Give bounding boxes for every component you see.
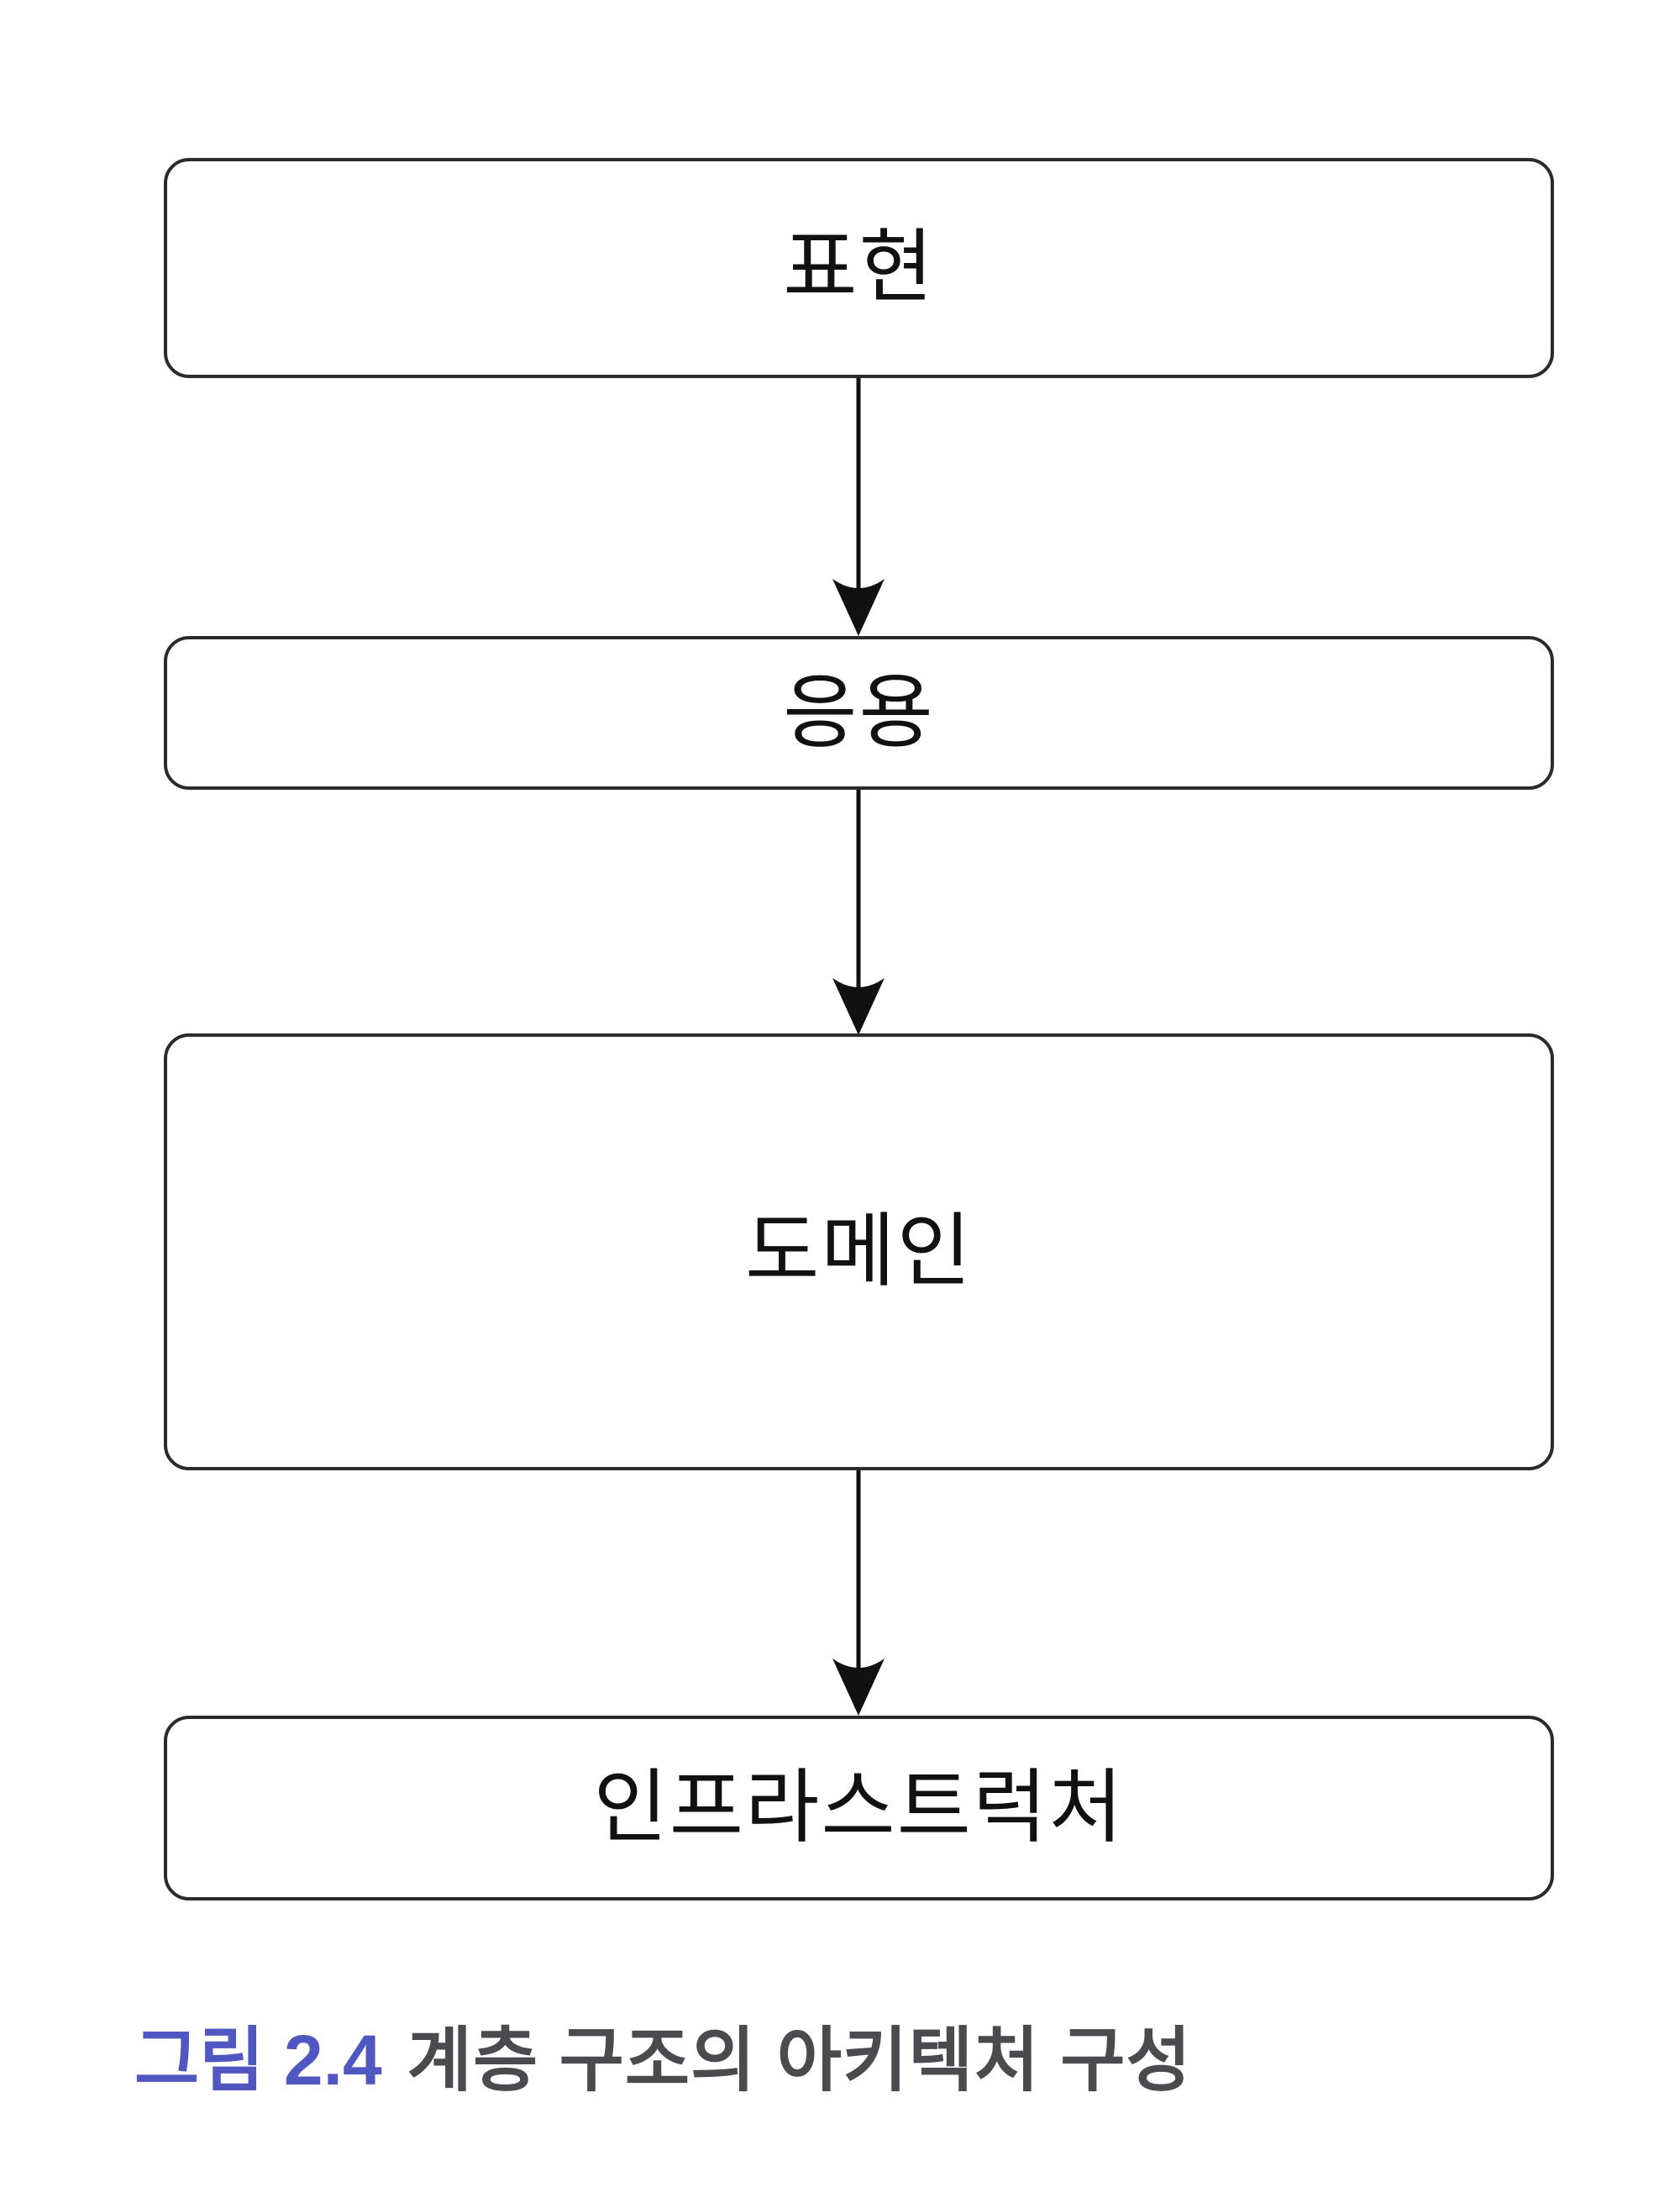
figure-caption: 그림 2.4 계층 구조의 아키텍처 구성 (134, 2016, 1192, 2105)
figure-caption-text: 계층 구조의 아키텍처 구성 (407, 2021, 1192, 2100)
layer-box-application: 응용 (164, 636, 1554, 790)
layer-label-presentation: 표현 (783, 223, 935, 313)
layer-box-presentation: 표현 (164, 158, 1554, 378)
arrow-down-icon (832, 1470, 885, 1716)
layer-label-domain: 도메인 (745, 1207, 973, 1296)
layer-label-infrastructure: 인프라스트럭처 (593, 1763, 1125, 1853)
layer-box-domain: 도메인 (164, 1033, 1554, 1470)
layer-box-infrastructure: 인프라스트럭처 (164, 1716, 1554, 1900)
layer-label-application: 응용 (783, 667, 935, 758)
arrow-down-icon (832, 790, 885, 1035)
figure-caption-number: 그림 2.4 (134, 2021, 382, 2100)
arrow-down-icon (832, 378, 885, 636)
